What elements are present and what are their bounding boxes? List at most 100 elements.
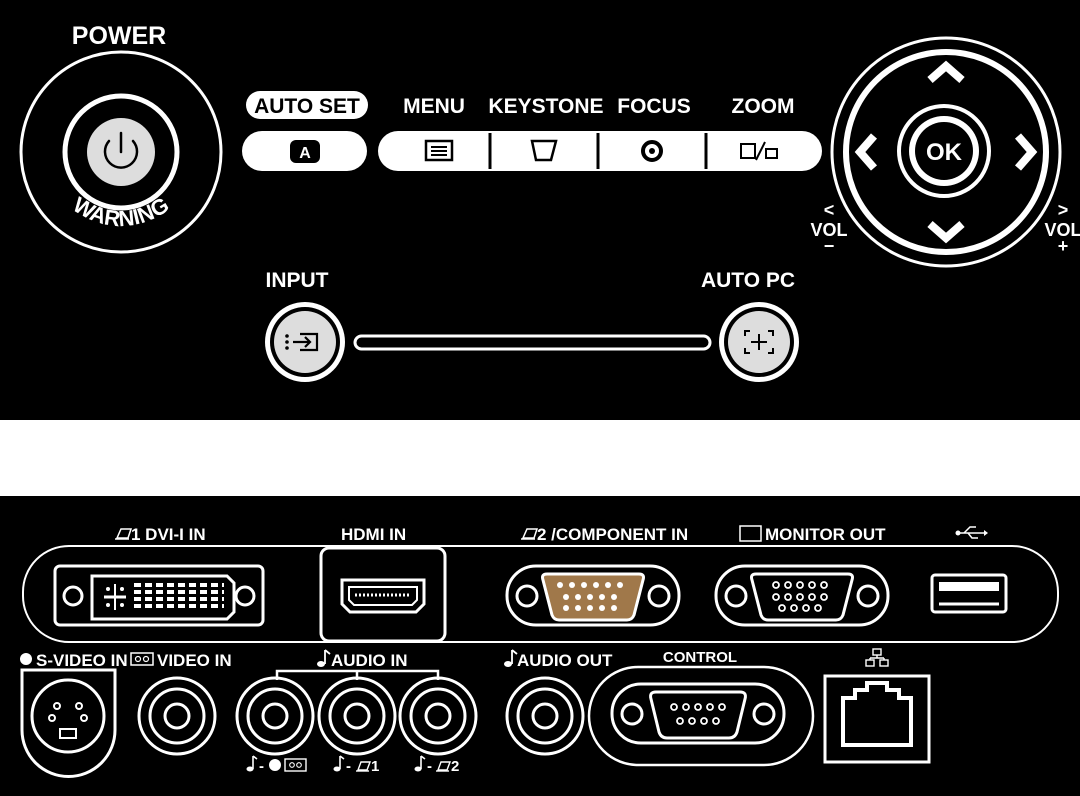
zoom-label: ZOOM — [732, 95, 795, 118]
audio-in-1-ring — [235, 676, 315, 756]
audio-in-3-dash: - — [427, 758, 432, 775]
vol-left-label: VOL — [810, 220, 847, 240]
auto-pc-icon — [744, 330, 774, 354]
control-pins — [670, 703, 726, 725]
audio-in-1-dash: - — [259, 758, 264, 775]
usb-port-frame — [930, 573, 1008, 614]
monitor-out-label: MONITOR OUT — [765, 525, 886, 544]
svideo-port[interactable] — [20, 668, 117, 778]
video-port-center — [163, 702, 191, 730]
computer-icon — [521, 528, 539, 540]
usb-port[interactable] — [930, 573, 1008, 614]
input-button[interactable] — [265, 302, 345, 382]
svideo-port-body — [30, 678, 106, 754]
hdmi-connector-inner — [348, 586, 418, 606]
power-button[interactable] — [19, 50, 223, 254]
auto-set-label: AUTO SET — [254, 95, 360, 118]
s-video-symbol-icon — [269, 759, 281, 771]
control-screw-left — [620, 702, 644, 726]
arrow-down-icon[interactable] — [927, 220, 965, 244]
music-note-icon — [246, 755, 258, 772]
control-panel: POWER WARNING AUTO SET MENU KEYSTONE FOC… — [0, 0, 1080, 420]
direction-pad: OK — [830, 36, 1062, 268]
vol-left-arrow: < — [824, 200, 835, 220]
usb-port-tongue — [939, 582, 999, 591]
vol-right-sign: + — [1058, 236, 1069, 256]
audio-in-1-sublabel: - — [246, 755, 307, 775]
audio-out-inner — [516, 687, 574, 745]
menu-icon — [424, 139, 454, 162]
video-label: VIDEO IN — [157, 651, 232, 670]
keystone-icon — [530, 139, 558, 162]
lan-port-frame — [823, 674, 931, 764]
video-port[interactable] — [137, 676, 217, 756]
control-connector — [649, 690, 747, 740]
audio-in-3-ring — [398, 676, 478, 756]
lan-port[interactable] — [823, 674, 931, 764]
dpad-outer-ring — [830, 36, 1062, 268]
monitor-out-screw-left — [724, 584, 748, 608]
audio-in-port-3[interactable] — [398, 676, 478, 756]
audio-in-port-2[interactable] — [317, 676, 397, 756]
auto-set-icon-letter: A — [299, 145, 311, 162]
zoom-button[interactable] — [708, 133, 818, 169]
component-port[interactable] — [505, 564, 681, 627]
keystone-button[interactable] — [492, 133, 596, 169]
arrow-up-icon[interactable] — [927, 60, 965, 84]
dvi-label: 1 DVI-I IN — [131, 525, 206, 544]
ok-button-face — [915, 122, 973, 180]
audio-out-port[interactable] — [505, 676, 585, 756]
keystone-label: KEYSTONE — [488, 95, 603, 118]
zoom-icon — [740, 141, 778, 161]
svideo-label: S-VIDEO IN — [36, 651, 128, 670]
control-port[interactable] — [587, 665, 815, 767]
audio-in-3-number: 2 — [451, 758, 459, 775]
component-screw-left — [515, 584, 539, 608]
dvi-screw-left — [62, 585, 84, 607]
input-label: INPUT — [266, 269, 329, 292]
hdmi-connector-outer — [340, 578, 426, 614]
audio-in-2-center — [343, 702, 371, 730]
monitor-out-connector — [750, 572, 854, 622]
dpad-ring — [843, 49, 1049, 255]
dvi-port-frame — [53, 564, 265, 627]
dvi-screw-right — [234, 585, 256, 607]
auto-pc-button[interactable] — [719, 302, 799, 382]
component-screw-right — [647, 584, 671, 608]
video-symbol-icon — [130, 652, 154, 666]
input-slider-bar — [353, 334, 712, 351]
audio-in-3-center — [424, 702, 452, 730]
monitor-out-port[interactable] — [714, 564, 890, 627]
focus-icon — [641, 140, 663, 162]
svideo-pins — [48, 702, 88, 739]
lan-icon — [865, 648, 889, 667]
ok-label: OK — [926, 139, 963, 166]
auto-pc-label: AUTO PC — [701, 269, 795, 292]
computer-icon — [356, 761, 372, 772]
audio-in-2-number: 1 — [371, 758, 379, 775]
audio-out-ring — [505, 676, 585, 756]
menu-label: MENU — [403, 95, 465, 118]
video-port-ring — [137, 676, 217, 756]
component-label: 2 /COMPONENT IN — [537, 525, 688, 544]
music-note-icon — [333, 755, 345, 772]
usb-icon — [955, 526, 988, 539]
hdmi-port[interactable] — [319, 546, 447, 643]
video-symbol-icon — [284, 758, 307, 772]
monitor-icon — [739, 525, 762, 542]
audio-in-2-dash: - — [346, 758, 351, 775]
monitor-out-screw-right — [856, 584, 880, 608]
input-icon — [285, 332, 319, 352]
dvi-port[interactable] — [53, 564, 265, 627]
vol-left-sign: − — [824, 236, 835, 256]
auto-set-icon — [290, 140, 320, 163]
vol-right-label: VOL — [1044, 220, 1080, 240]
control-port-outline — [587, 665, 815, 767]
arrow-right-icon[interactable] — [1014, 133, 1038, 171]
terminal-panel: 1 DVI-I IN HDMI IN 2 /COMPONENT IN MONIT… — [0, 496, 1080, 796]
audio-in-label: AUDIO IN — [331, 651, 408, 670]
audio-in-port-1[interactable] — [235, 676, 315, 756]
audio-in-3-sublabel: - 2 — [414, 755, 459, 775]
arrow-left-icon[interactable] — [854, 133, 878, 171]
